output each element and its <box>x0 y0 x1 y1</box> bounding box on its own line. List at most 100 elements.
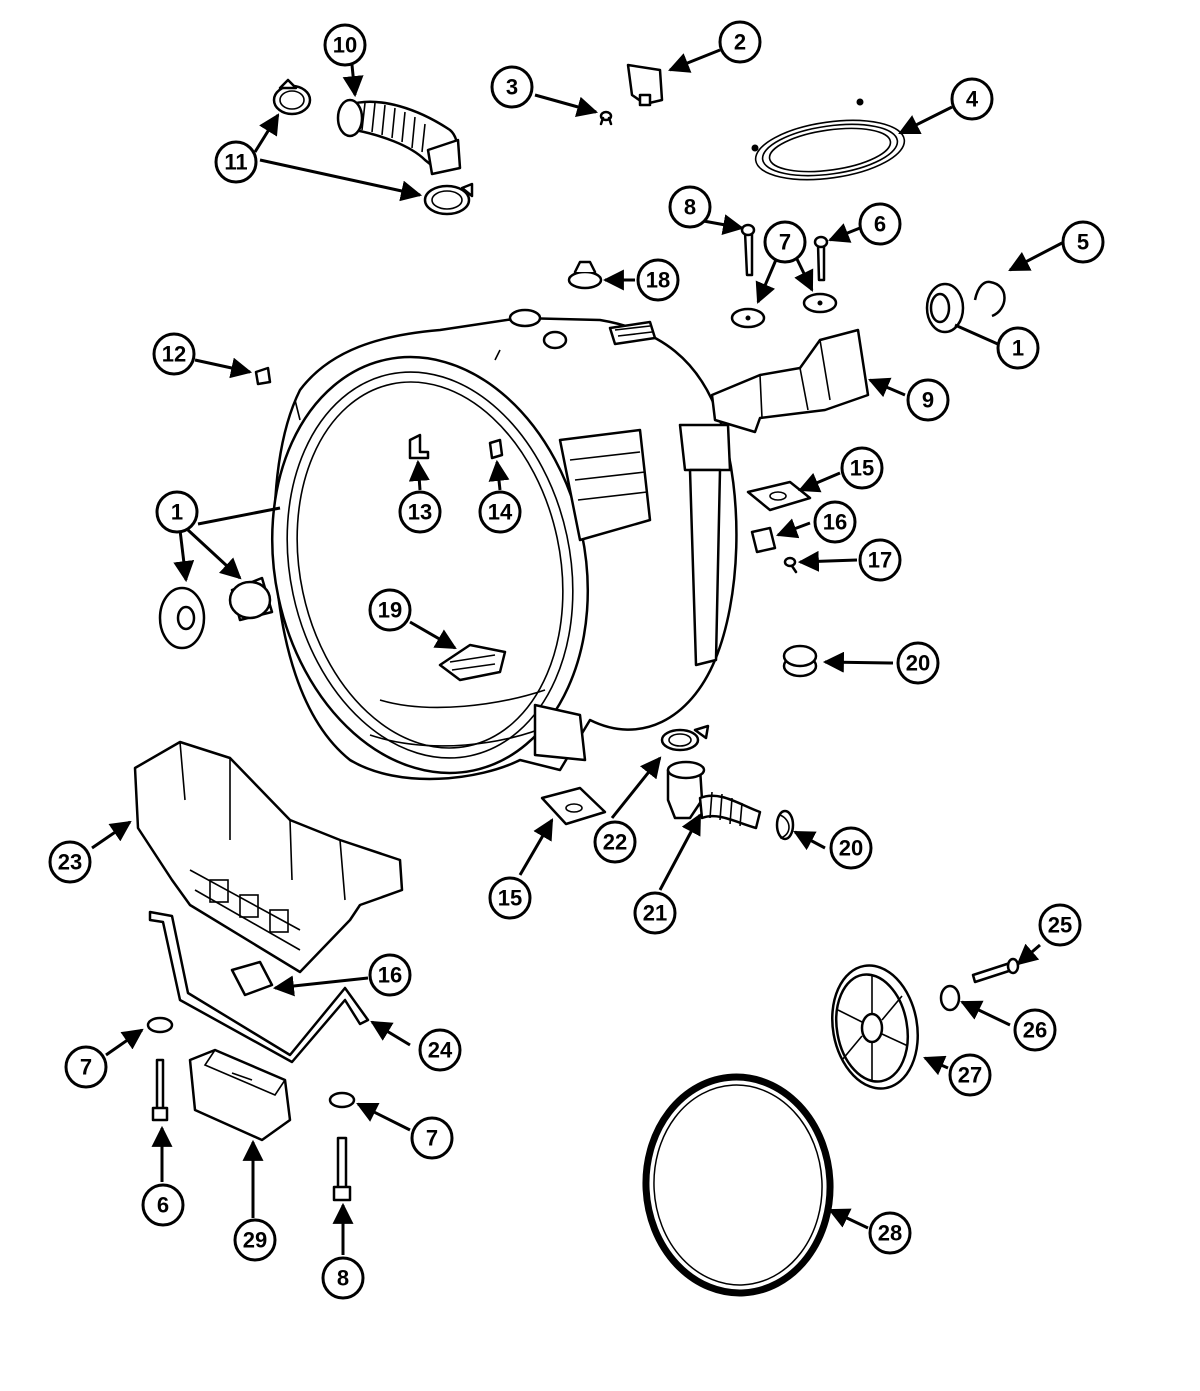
part-28-belt <box>642 1073 834 1297</box>
part-6-bolt-upper <box>813 235 829 282</box>
callout-5: 5 <box>1061 220 1105 264</box>
part-20-clamp-lower <box>775 809 795 841</box>
part-10-hose <box>336 98 462 176</box>
part-7-washer-lower-middle <box>328 1091 356 1109</box>
svg-text:6: 6 <box>157 1193 169 1218</box>
svg-text:8: 8 <box>684 195 696 220</box>
callout-15-lower: 15 <box>488 876 532 920</box>
callout-21: 21 <box>633 891 677 935</box>
callout-16-lower: 16 <box>368 953 412 997</box>
callout-14: 14 <box>478 490 522 534</box>
svg-text:15: 15 <box>498 886 522 911</box>
part-26-washer <box>939 984 961 1012</box>
svg-text:1: 1 <box>1012 336 1024 361</box>
callout-15-upper: 15 <box>840 446 884 490</box>
svg-text:20: 20 <box>839 836 863 861</box>
part-22-clamp <box>660 724 710 752</box>
part-14-clip <box>488 438 504 460</box>
part-7-washer-upper-right <box>802 292 838 314</box>
callout-25: 25 <box>1038 903 1082 947</box>
part-15-pad-upper <box>746 480 812 512</box>
svg-text:16: 16 <box>378 963 402 988</box>
svg-text:27: 27 <box>958 1063 982 1088</box>
svg-text:2: 2 <box>734 30 746 55</box>
svg-text:7: 7 <box>779 230 791 255</box>
callout-27: 27 <box>948 1053 992 1097</box>
svg-text:13: 13 <box>408 500 432 525</box>
part-19-vane <box>438 643 507 682</box>
callout-4: 4 <box>950 77 994 121</box>
part-2-valve <box>626 63 664 107</box>
part-11-clamp-bottom <box>423 182 474 216</box>
callout-11: 11 <box>214 140 258 184</box>
svg-text:20: 20 <box>906 651 930 676</box>
part-1-bearing-right <box>925 282 965 334</box>
callout-9: 9 <box>906 378 950 422</box>
callout-8-lower: 8 <box>321 1256 365 1300</box>
part-23-base <box>133 740 404 974</box>
callout-28: 28 <box>868 1211 912 1255</box>
part-24-bracket <box>148 910 370 1064</box>
svg-text:29: 29 <box>243 1228 267 1253</box>
callout-1-right: 1 <box>996 326 1040 370</box>
part-27-pulley <box>831 964 919 1090</box>
part-7-washer-lower-left <box>146 1016 174 1034</box>
part-1-bearing-left <box>158 576 274 650</box>
svg-text:19: 19 <box>378 598 402 623</box>
svg-text:9: 9 <box>922 388 934 413</box>
svg-text:6: 6 <box>874 212 886 237</box>
part-25-bolt <box>971 957 1020 984</box>
callout-26: 26 <box>1013 1008 1057 1052</box>
svg-text:23: 23 <box>58 850 82 875</box>
svg-text:18: 18 <box>646 268 670 293</box>
svg-text:17: 17 <box>868 548 892 573</box>
part-29-block <box>188 1048 292 1142</box>
part-20-clamp-upper <box>782 644 818 678</box>
svg-text:5: 5 <box>1077 230 1089 255</box>
svg-text:8: 8 <box>337 1266 349 1291</box>
svg-text:15: 15 <box>850 456 874 481</box>
svg-text:4: 4 <box>966 87 979 112</box>
part-13-clip <box>408 433 430 460</box>
part-3-screw <box>599 110 613 126</box>
part-9-counterweight <box>710 328 870 434</box>
callout-8-upper: 8 <box>668 185 712 229</box>
callout-18: 18 <box>636 258 680 302</box>
svg-text:7: 7 <box>426 1126 438 1151</box>
callout-10: 10 <box>323 23 367 67</box>
callout-17: 17 <box>858 538 902 582</box>
part-16-block-lower <box>230 960 274 997</box>
callout-12: 12 <box>152 332 196 376</box>
part-7-washer-upper-left <box>730 307 766 329</box>
part-18-grommet <box>567 260 603 290</box>
svg-text:24: 24 <box>428 1038 453 1063</box>
callout-20-lower: 20 <box>829 826 873 870</box>
callout-22: 22 <box>593 820 637 864</box>
part-6-bolt-lower <box>151 1058 169 1122</box>
callout-7-lower-middle: 7 <box>410 1116 454 1160</box>
tub-assembly <box>270 308 738 781</box>
callout-7-upper: 7 <box>763 220 807 264</box>
callout-1-left: 1 <box>155 490 199 534</box>
svg-text:25: 25 <box>1048 913 1072 938</box>
part-5-snap-ring <box>973 280 1006 318</box>
callout-19: 19 <box>368 588 412 632</box>
part-12-clip <box>254 366 272 386</box>
callout-6-upper: 6 <box>858 202 902 246</box>
callout-6-lower: 6 <box>141 1183 185 1227</box>
svg-text:14: 14 <box>488 500 513 525</box>
callout-7-lower-left: 7 <box>64 1045 108 1089</box>
callout-29: 29 <box>233 1218 277 1262</box>
svg-text:7: 7 <box>80 1055 92 1080</box>
svg-text:28: 28 <box>878 1221 902 1246</box>
callout-2: 2 <box>718 20 762 64</box>
callout-3: 3 <box>490 65 534 109</box>
callout-16-upper: 16 <box>813 500 857 544</box>
svg-text:3: 3 <box>506 75 518 100</box>
part-17-screw <box>783 556 798 574</box>
part-8-bolt-lower <box>332 1136 352 1202</box>
part-8-bolt-upper <box>740 223 756 277</box>
svg-text:11: 11 <box>224 150 247 175</box>
part-21-drain-hose <box>666 760 762 830</box>
